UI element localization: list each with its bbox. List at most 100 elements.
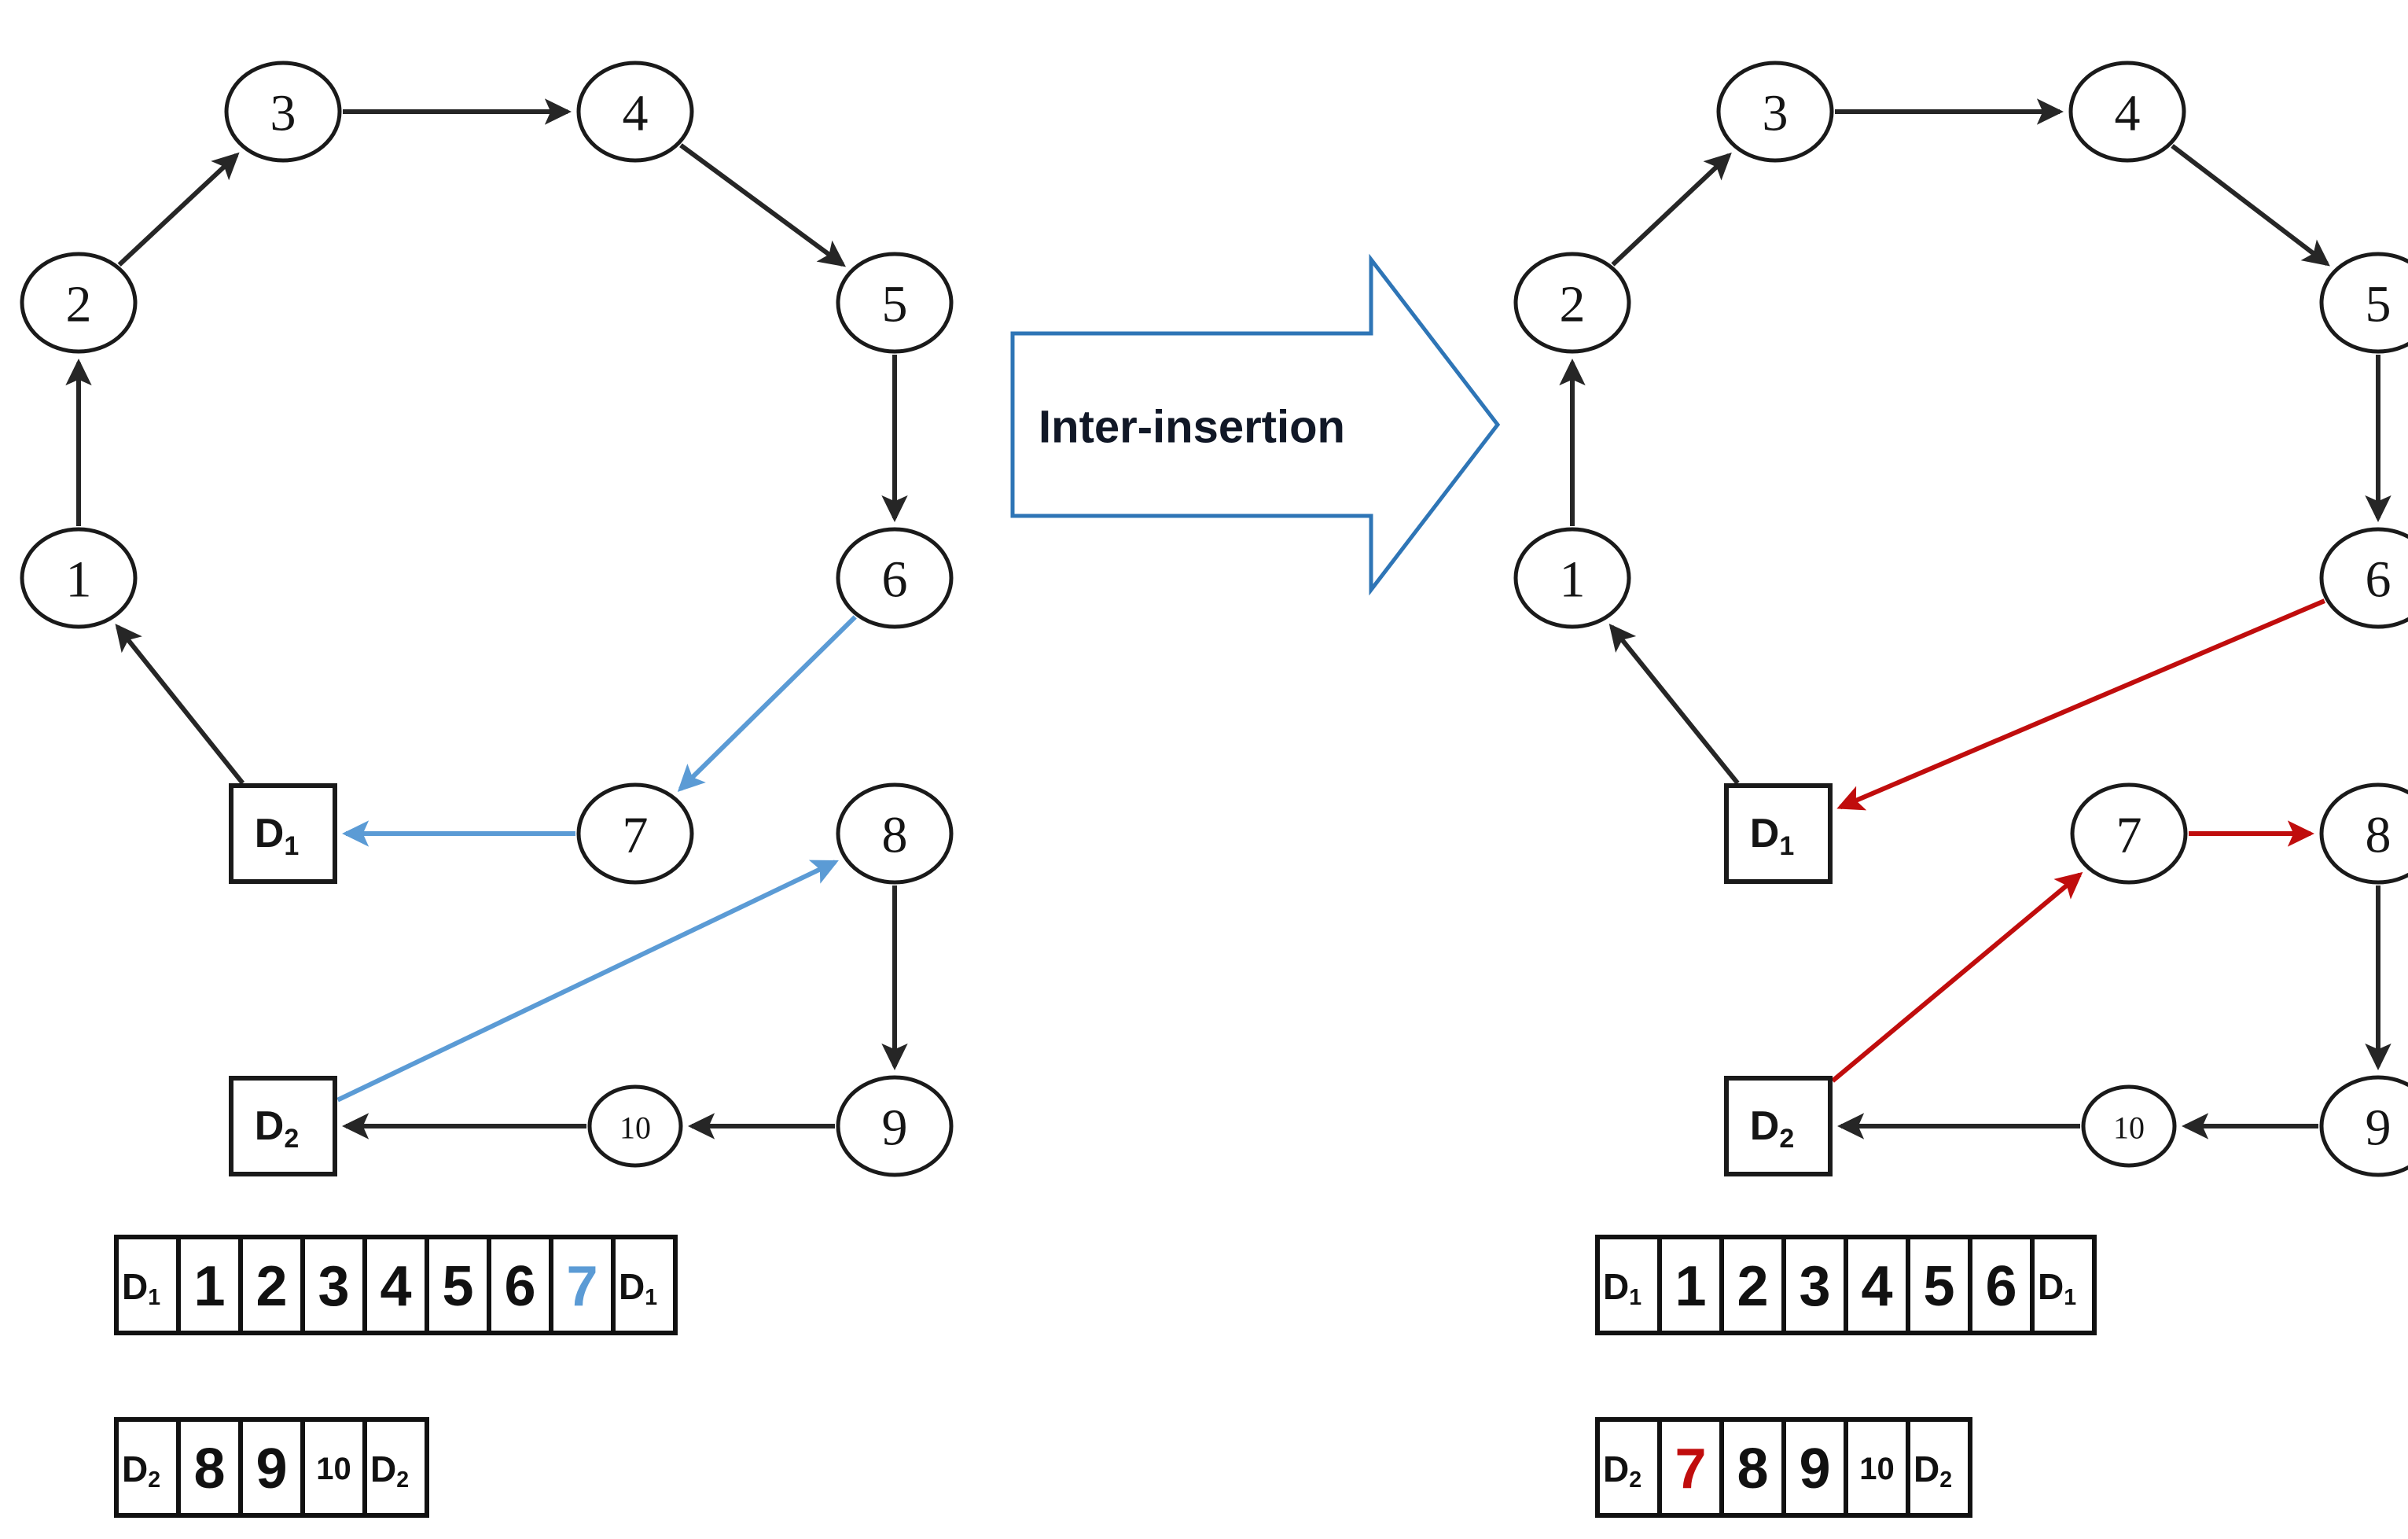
node-n3[interactable]: 3: [224, 61, 342, 163]
node-n5[interactable]: 5: [2319, 252, 2408, 354]
node-label: 3: [1763, 85, 1789, 142]
node-n1[interactable]: 1: [20, 527, 138, 629]
node-circle: [2319, 252, 2408, 354]
route-cell[interactable]: [1657, 1235, 1724, 1335]
edge-n2-to-n3: [1611, 152, 1732, 267]
depot-box: [1724, 1076, 1833, 1176]
node-n10[interactable]: 10: [2081, 1084, 2177, 1168]
node-label: 2: [66, 276, 92, 333]
route-cell-label: 8: [193, 1438, 225, 1500]
transition-label: Inter-insertion: [1039, 402, 1345, 453]
node-label: 4: [2115, 85, 2141, 142]
node-n7[interactable]: 7: [576, 782, 694, 885]
route-cell[interactable]: [114, 1417, 181, 1518]
node-circle: [1513, 527, 1631, 629]
route-cell[interactable]: [1595, 1235, 1662, 1335]
route-cell-label: 4: [1861, 1255, 1892, 1318]
node-label: 9: [2366, 1099, 2391, 1157]
edge-n2-to-n3: [117, 152, 240, 267]
route-cell[interactable]: [238, 1417, 305, 1518]
node-label: 6: [882, 551, 908, 609]
route-cell-label: 3: [1799, 1255, 1830, 1318]
depot-box: [229, 783, 337, 884]
route-cell-label: 10: [316, 1452, 351, 1486]
route-cell[interactable]: [611, 1235, 678, 1335]
node-circle: [2070, 782, 2188, 885]
node-label: 6: [2366, 551, 2391, 609]
edge-layer-after: [1559, 98, 2391, 1140]
route-cell-label: 5: [1923, 1255, 1954, 1318]
node-n4[interactable]: 4: [2068, 61, 2186, 163]
route-cell[interactable]: [176, 1235, 243, 1335]
route-cell-label: 6: [504, 1255, 535, 1318]
node-n6[interactable]: 6: [2319, 527, 2408, 629]
node-n10[interactable]: 10: [587, 1084, 683, 1168]
route-cell[interactable]: [1844, 1235, 1910, 1335]
edge-n4-to-n5: [2171, 144, 2330, 267]
node-circle: [2068, 61, 2186, 163]
node-d2[interactable]: D2: [229, 1076, 337, 1176]
route-cell[interactable]: [1781, 1417, 1848, 1518]
node-n9[interactable]: 9: [2319, 1075, 2408, 1177]
edge-d1-to-n1: [115, 624, 245, 785]
node-n9[interactable]: 9: [836, 1075, 954, 1177]
node-circle: [1716, 61, 1834, 163]
node-label: 4: [623, 85, 649, 142]
node-d2[interactable]: D2: [1724, 1076, 1833, 1176]
node-n1[interactable]: 1: [1513, 527, 1631, 629]
node-n8[interactable]: 8: [2319, 782, 2408, 885]
node-label: 10: [619, 1110, 651, 1146]
node-circle: [20, 527, 138, 629]
edge-n6-to-n7: [677, 615, 857, 792]
route-cell[interactable]: [300, 1417, 367, 1518]
route-cell-label: 1: [1675, 1255, 1706, 1318]
node-circle: [20, 252, 138, 354]
node-label: 8: [882, 807, 908, 864]
route-cell[interactable]: [1657, 1417, 1724, 1518]
route-cell-label: 9: [256, 1438, 287, 1500]
node-label: 3: [270, 85, 296, 142]
route-cell-label: 5: [442, 1255, 473, 1318]
node-label: 7: [623, 807, 649, 864]
node-label: 10: [2113, 1110, 2145, 1146]
inter-insertion-block-arrow: Inter-insertion: [1010, 253, 1501, 596]
node-n8[interactable]: 8: [836, 782, 954, 885]
node-n2[interactable]: 2: [20, 252, 138, 354]
route-cell-label: D2: [122, 1449, 160, 1493]
route-cell-label: 10: [1859, 1452, 1895, 1486]
route-cell[interactable]: [1906, 1417, 1972, 1518]
node-n4[interactable]: 4: [576, 61, 694, 163]
node-circle: [576, 782, 694, 885]
node-n7[interactable]: 7: [2070, 782, 2188, 885]
node-n5[interactable]: 5: [836, 252, 954, 354]
route-cell[interactable]: [2030, 1235, 2097, 1335]
route-cell-label: 8: [1737, 1438, 1768, 1500]
route-cell[interactable]: [425, 1235, 491, 1335]
node-circle: [2081, 1084, 2177, 1168]
node-d1[interactable]: D1: [229, 783, 337, 884]
node-n3[interactable]: 3: [1716, 61, 1834, 163]
route-cell-label: D2: [1603, 1449, 1641, 1493]
route-cell-label: 7: [1675, 1438, 1706, 1500]
depot-box: [1724, 783, 1833, 884]
node-circle: [2319, 527, 2408, 629]
node-circle: [2319, 1075, 2408, 1177]
node-d1[interactable]: D1: [1724, 783, 1833, 884]
node-label: 2: [1560, 276, 1586, 333]
route-cell[interactable]: [362, 1417, 429, 1518]
edge-d2-to-n7: [1831, 871, 2083, 1083]
node-label: 8: [2366, 807, 2391, 864]
node-circle: [836, 782, 954, 885]
node-label: 1: [1560, 551, 1586, 609]
node-label: 5: [2366, 276, 2391, 333]
node-n6[interactable]: 6: [836, 527, 954, 629]
route-cell[interactable]: [300, 1235, 367, 1335]
node-n2[interactable]: 2: [1513, 252, 1631, 354]
route-cell[interactable]: [1968, 1235, 2035, 1335]
